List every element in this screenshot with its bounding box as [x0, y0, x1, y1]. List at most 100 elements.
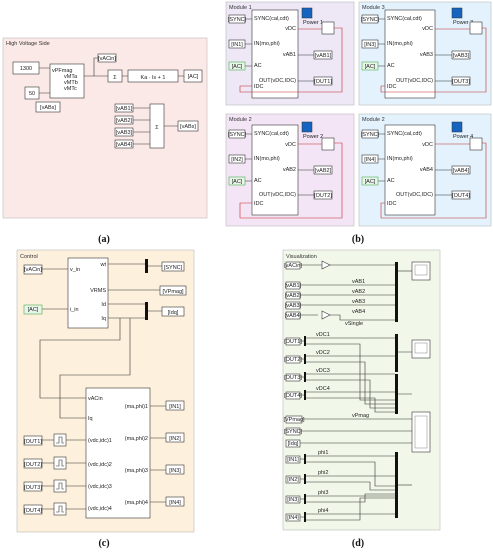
- demux-icon-4[interactable]: [53, 502, 67, 516]
- m1-rport-2: vAB1: [283, 52, 296, 58]
- m4-power-icon[interactable]: [451, 121, 463, 133]
- c-out-in1-label: [IN1]: [169, 404, 181, 410]
- d-tag-out2[interactable]: [285, 355, 301, 364]
- m2-power-icon[interactable]: [301, 121, 313, 133]
- c-out-in3[interactable]: [165, 464, 185, 475]
- d-top-wires: [300, 264, 395, 316]
- d-demux-2: [304, 354, 306, 364]
- vabs-tag[interactable]: [35, 101, 61, 113]
- d-tag-in3[interactable]: [285, 495, 301, 504]
- d-tag-vacin[interactable]: [285, 261, 301, 270]
- m1-in-sync-label: [SYNC]: [228, 17, 247, 23]
- m3-in-ac-label: [AC]: [365, 64, 376, 70]
- m1-out-out-label: [OUT1]: [314, 79, 332, 85]
- m1-block[interactable]: [251, 9, 299, 99]
- c-in-out3[interactable]: [23, 481, 43, 492]
- m1-out-vab[interactable]: [313, 50, 333, 60]
- ac-goto[interactable]: [183, 69, 203, 83]
- m1-out-out[interactable]: [313, 76, 333, 86]
- d-tag-vpmag[interactable]: [285, 415, 303, 424]
- panel-c-title: Control: [20, 254, 38, 260]
- d-tag-sync-label: [SYNC]: [284, 429, 303, 435]
- m3-out-out[interactable]: [451, 76, 471, 86]
- d-tag-vab3[interactable]: [285, 301, 301, 310]
- d-tag-vab2[interactable]: [285, 291, 301, 300]
- m3-rport-1: vDC: [422, 26, 433, 32]
- d-tag-out1[interactable]: [285, 337, 301, 346]
- panel-a: High Voltage Side 1300 50 vPFmag vMTa vM…: [2, 37, 208, 245]
- d-tag-idq-label: [Idq]: [288, 441, 299, 447]
- d-tag-sync[interactable]: [285, 427, 301, 436]
- d-mux-bot: [395, 452, 398, 518]
- m4-out-vab[interactable]: [451, 165, 471, 175]
- c-out-in4[interactable]: [165, 496, 185, 507]
- m3-block[interactable]: [384, 9, 436, 99]
- c-in-out2[interactable]: [23, 458, 43, 469]
- vabs-goto[interactable]: [177, 120, 199, 132]
- vab-from-4-label: [vAB4]: [116, 142, 133, 148]
- m4-out-out[interactable]: [451, 190, 471, 200]
- m4-port-1: SYNC(cal,cdt): [387, 131, 422, 137]
- d-demux-4: [304, 390, 306, 400]
- demux-icon-3[interactable]: [53, 479, 67, 493]
- m4-in-sync-label: [SYNC]: [361, 132, 380, 138]
- m1-dc-source[interactable]: [321, 21, 335, 35]
- caption-b: (b): [352, 234, 364, 245]
- pll-port-r1: wt: [100, 262, 107, 268]
- d-tag-vab1-label: [vAB1]: [285, 283, 302, 289]
- vab-from-1-label: [vAB1]: [116, 106, 133, 112]
- d-tag-idq[interactable]: [285, 439, 301, 448]
- c-in-out4[interactable]: [23, 504, 43, 515]
- m2-out-vab[interactable]: [313, 165, 333, 175]
- d-tag-vab4[interactable]: [285, 311, 301, 320]
- m1-in-ac-label: [AC]: [232, 64, 243, 70]
- d-tag-out3[interactable]: [285, 373, 301, 382]
- pll-block[interactable]: [67, 257, 109, 329]
- m4-block[interactable]: [384, 124, 436, 216]
- d-tag-out4-label: [OUT4]: [284, 393, 302, 399]
- m3-dc-source[interactable]: [469, 21, 483, 35]
- d-tag-in1[interactable]: [285, 455, 301, 464]
- d-tag-out1-label: [OUT1]: [284, 339, 302, 345]
- module-4-title: Module 2: [362, 117, 385, 123]
- d-gain-1[interactable]: [321, 260, 331, 270]
- c-out-sync[interactable]: [161, 261, 185, 272]
- m3-out-out-label: [OUT3]: [452, 79, 470, 85]
- m3-power-icon[interactable]: [451, 7, 463, 19]
- c-out-vpmag[interactable]: [159, 285, 187, 296]
- d-tag-in2[interactable]: [285, 475, 301, 484]
- c-in-out1[interactable]: [23, 435, 43, 446]
- demux-icon-2[interactable]: [53, 456, 67, 470]
- c-out-sync-label: [SYNC]: [164, 265, 183, 271]
- m3-out-vab[interactable]: [451, 50, 471, 60]
- demux-icon-1[interactable]: [53, 433, 67, 447]
- m2-block[interactable]: [251, 124, 299, 216]
- c-out-in1[interactable]: [165, 400, 185, 411]
- d-tag-vpmag-label: [VPmag]: [283, 417, 305, 423]
- d-tag-in4[interactable]: [285, 513, 301, 522]
- d-gain-2[interactable]: [321, 310, 331, 320]
- m4-dc-source[interactable]: [469, 137, 483, 151]
- d-tag-out4[interactable]: [285, 391, 301, 400]
- controller-block[interactable]: [85, 387, 151, 519]
- m2-dc-source[interactable]: [321, 137, 335, 151]
- c-out-in2[interactable]: [165, 432, 185, 443]
- d-tag-vab1[interactable]: [285, 281, 301, 290]
- gen-port-4: vMTc: [64, 86, 77, 92]
- d-tag-vab3-label: [vAB3]: [285, 303, 302, 309]
- m2-out-out[interactable]: [313, 190, 333, 200]
- m1-in-in-label: [IN1]: [231, 42, 243, 48]
- m4-port-3: AC: [387, 178, 395, 184]
- d-demux-1: [304, 336, 306, 346]
- d-sig-top-1: vAB1: [352, 279, 365, 285]
- demux-glyph-2: [56, 459, 64, 467]
- c-in-vacin[interactable]: [23, 264, 43, 275]
- c-out-idq[interactable]: [161, 306, 185, 317]
- transfer-fn-label: Ka · ls + 1: [141, 75, 166, 81]
- c-in-ac[interactable]: [23, 304, 43, 315]
- generator-block[interactable]: [49, 63, 85, 99]
- m3-rport-3: OUT(vDC,IDC): [396, 78, 433, 84]
- vab-from-3-label: [vAB3]: [116, 130, 133, 136]
- wire-vab-sum: [133, 107, 178, 145]
- m1-power-icon[interactable]: [301, 7, 313, 19]
